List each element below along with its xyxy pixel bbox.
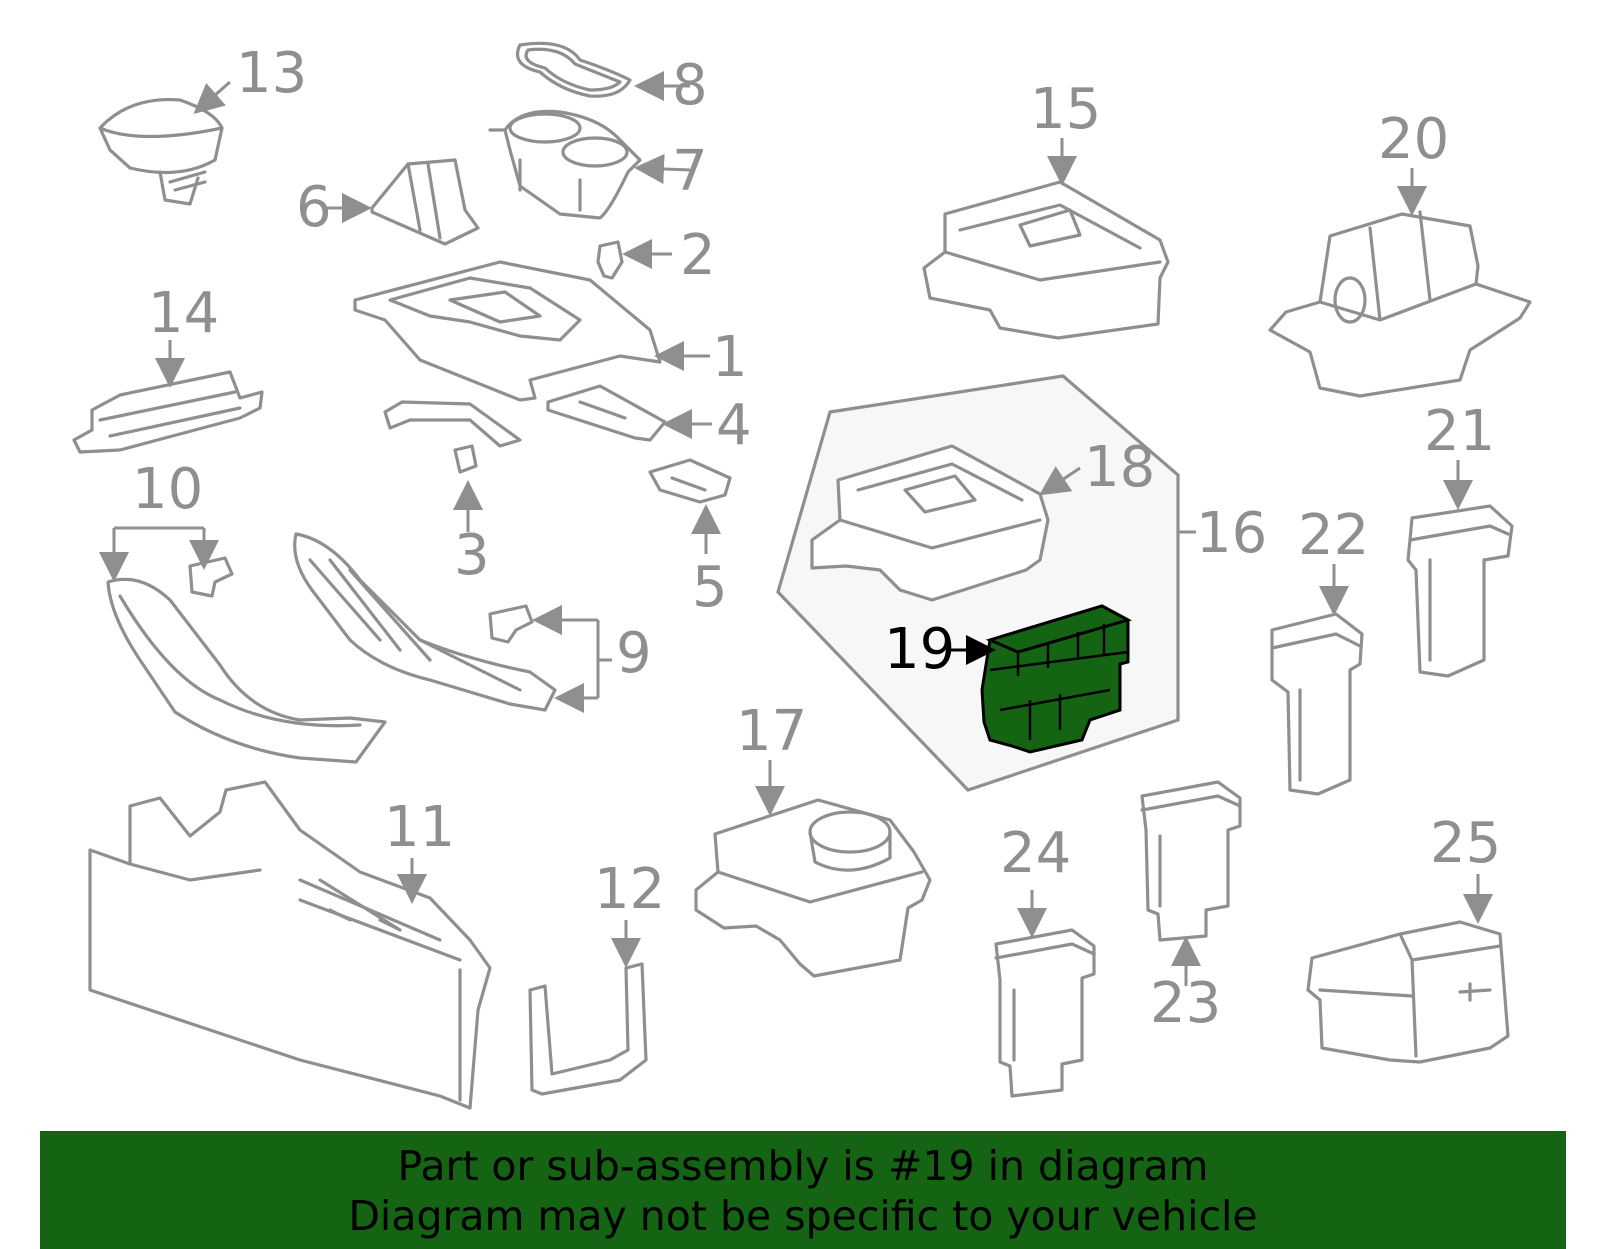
leader-13 (193, 80, 231, 114)
part-11-drawing (88, 780, 492, 1110)
callout-24: 24 (1000, 821, 1071, 886)
part-5-drawing (648, 458, 732, 504)
part-19-highlighted-drawing (980, 604, 1132, 754)
callout-22: 22 (1298, 503, 1369, 568)
part-24-drawing (994, 928, 1096, 1098)
callout-7: 7 (672, 139, 708, 204)
part-12-drawing (528, 962, 648, 1096)
callout-2: 2 (680, 223, 716, 288)
callout-11: 11 (384, 795, 455, 860)
callout-3: 3 (454, 523, 490, 588)
callout-6: 6 (296, 175, 332, 240)
callout-16: 16 (1196, 501, 1267, 566)
callout-19: 19 (884, 617, 955, 682)
callout-8: 8 (672, 53, 708, 118)
part-25-drawing (1306, 920, 1510, 1064)
part-20-drawing (1268, 210, 1532, 398)
callout-5: 5 (692, 555, 728, 620)
part-9-drawing (293, 532, 557, 712)
callout-12: 12 (594, 857, 665, 922)
callout-1: 1 (712, 325, 748, 390)
callout-23: 23 (1150, 971, 1221, 1036)
part-4-drawing (546, 384, 667, 442)
callout-13: 13 (236, 41, 307, 106)
callout-15: 15 (1030, 77, 1101, 142)
part-7-drawing (488, 109, 642, 220)
callout-21: 21 (1424, 399, 1495, 464)
leader-7 (634, 153, 691, 184)
leader-18 (1039, 466, 1081, 496)
part-13-drawing (98, 97, 224, 206)
part-15-drawing (922, 180, 1170, 340)
part-23-drawing (1140, 780, 1242, 942)
info-banner: Part or sub-assembly is #19 in diagram D… (40, 1131, 1566, 1249)
callout-20: 20 (1378, 107, 1449, 172)
part-8-drawing (515, 41, 632, 98)
part-18-drawing (810, 444, 1050, 602)
callout-14: 14 (148, 281, 219, 346)
leader-10 (112, 526, 206, 572)
part-3-drawing (383, 400, 522, 474)
part-2-drawing (596, 240, 624, 280)
callout-9: 9 (616, 621, 652, 686)
callout-4: 4 (716, 393, 752, 458)
leader-9 (596, 620, 612, 698)
part-21-drawing (1406, 504, 1514, 678)
part-1-drawing (353, 260, 662, 402)
banner-line-1: Part or sub-assembly is #19 in diagram (397, 1142, 1209, 1190)
part-14-drawing (72, 370, 264, 454)
callout-18: 18 (1084, 435, 1155, 500)
callout-17: 17 (736, 699, 807, 764)
part-17-drawing (694, 798, 932, 978)
callout-25: 25 (1430, 811, 1501, 876)
banner-line-2: Diagram may not be specific to your vehi… (348, 1192, 1258, 1240)
part-22-drawing (1270, 612, 1364, 796)
callout-10: 10 (132, 457, 203, 522)
part-6-drawing (370, 158, 480, 246)
